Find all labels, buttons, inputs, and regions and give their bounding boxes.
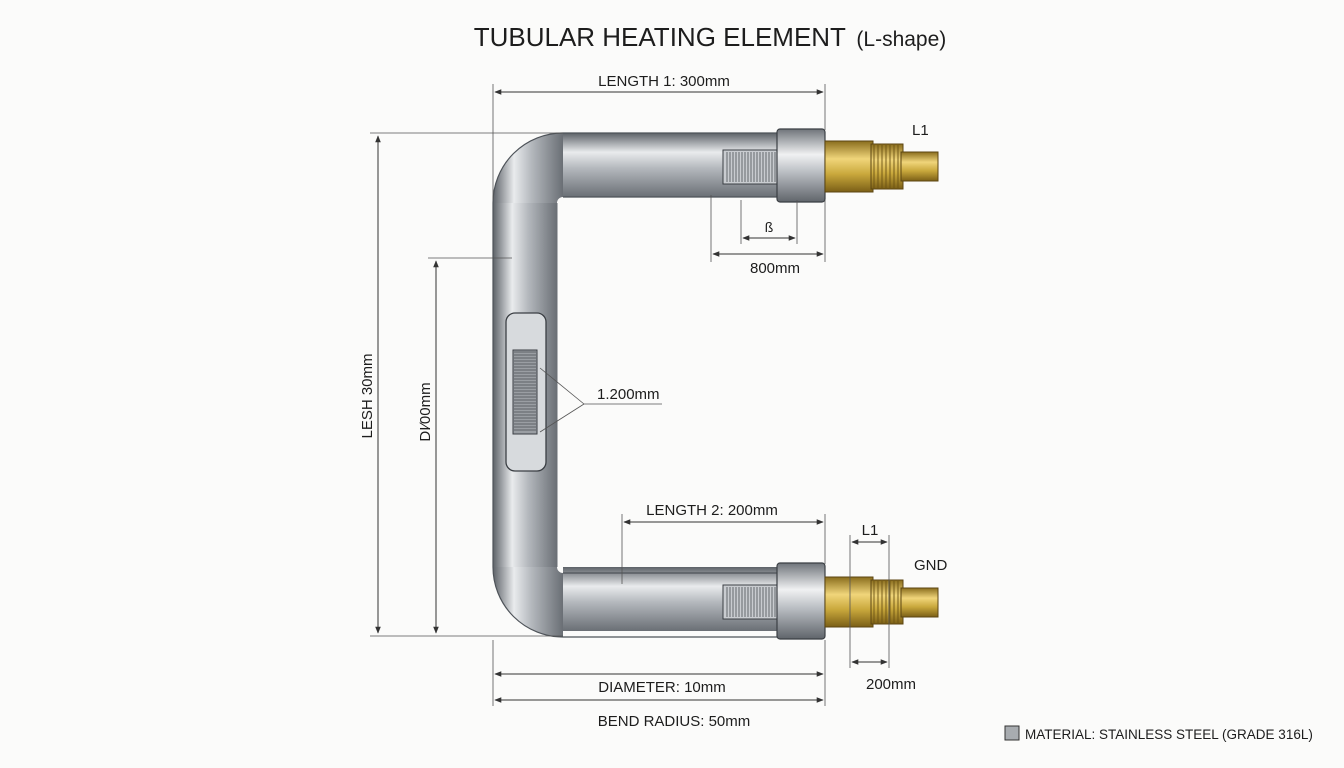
bottom-terminal-top-dim-label: L1 [862,522,879,539]
material-label: MATERIAL: STAINLESS STEEL (GRADE 316L) [1025,727,1313,742]
material-swatch [1004,725,1020,741]
top-small-dim-label: ß [765,219,774,235]
bottom-terminal [722,562,939,640]
bend-radius-label: BEND RADIUS: 50mm [598,713,751,730]
length-1-label: LENGTH 1: 300mm [598,73,730,90]
top-span-dim-label: 800mm [750,260,800,277]
dim-length-1: LENGTH 1: 300mm [492,73,826,200]
callout-middle: 1.200mm [539,367,662,433]
dim-vertical-outer: LEЅH 30mm [359,132,563,637]
inner-coil-cutaway [505,312,547,472]
callout-middle-label: 1.200mm [597,386,660,403]
dim-diameter: DIAMETER: 10mm [492,640,826,706]
dim-bottom-terminal: L1 200mm [849,522,916,693]
vertical-inner-label: DI∕00mm [417,382,434,441]
diameter-label: DIAMETER: 10mm [598,679,726,696]
diagram-title: TUBULAR HEATING ELEMENT (L-shape) [474,22,947,52]
bottom-terminal-label: GND [914,557,948,574]
material-legend: MATERIAL: STAINLESS STEEL (GRADE 316L) [1004,725,1313,742]
length-2-label: LENGTH 2: 200mm [646,502,778,519]
dim-vertical-inner: DI∕00mm [417,257,512,634]
vertical-outer-label: LEЅH 30mm [359,353,376,438]
top-terminal [722,128,939,203]
top-terminal-label: L1 [912,122,929,139]
bottom-terminal-span-label: 200mm [866,676,916,693]
dim-length-2: LENGTH 2: 200mm [621,502,826,584]
dim-top-terminal: ß 800mm [710,195,826,277]
